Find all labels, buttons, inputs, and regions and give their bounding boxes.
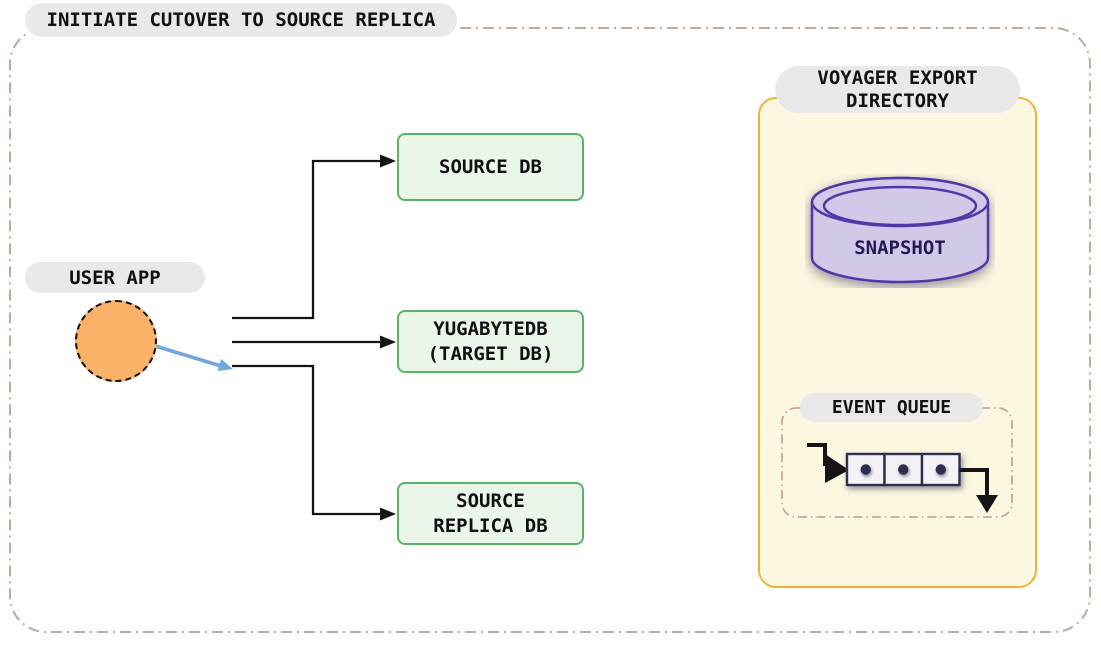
cylinder-inner-rim (822, 185, 978, 227)
queue-item-dot (898, 464, 909, 475)
event-queue-icon (807, 443, 998, 513)
queue-item-dot (935, 464, 946, 475)
arrowhead-icon (380, 335, 396, 349)
diagram-title: INITIATE CUTOVER TO SOURCE REPLICA (25, 3, 457, 37)
target-db-label-line1: YUGABYTEDB (433, 317, 548, 340)
cutover-arrow (151, 343, 233, 371)
user-app-label: USER APP (25, 262, 205, 293)
snapshot-label: SNAPSHOT (854, 237, 946, 259)
source-db-label: SOURCE DB (439, 155, 542, 178)
user-app-node (75, 300, 157, 382)
event-queue-label: EVENT QUEUE (800, 393, 983, 422)
arrowhead-icon (825, 454, 849, 483)
arrow-to-target-db (232, 335, 396, 349)
voyager-label-line2: DIRECTORY (846, 89, 949, 112)
target-db-box: YUGABYTEDB (TARGET DB) (397, 310, 584, 373)
database-cylinder-icon: SNAPSHOT (810, 176, 990, 284)
queue-item-dot (860, 464, 871, 475)
arrow-to-source-db (232, 154, 396, 320)
voyager-export-directory-label: VOYAGER EXPORT DIRECTORY (775, 66, 1020, 113)
source-replica-db-label-line2: REPLICA DB (433, 514, 548, 537)
source-replica-db-box: SOURCE REPLICA DB (397, 482, 584, 545)
source-db-box: SOURCE DB (397, 133, 584, 201)
arrowhead-icon (380, 507, 396, 521)
event-queue-label-text: EVENT QUEUE (831, 397, 952, 418)
arrowhead-icon (217, 359, 233, 371)
user-app-label-text: USER APP (69, 266, 161, 289)
queue-out-arrow (959, 468, 998, 513)
arrowhead-icon (380, 154, 396, 168)
voyager-label-line1: VOYAGER EXPORT (817, 66, 978, 89)
diagram-title-text: INITIATE CUTOVER TO SOURCE REPLICA (46, 9, 436, 31)
arrow-to-source-replica-db (232, 364, 396, 521)
target-db-label-line2: (TARGET DB) (427, 342, 554, 365)
queue-in-arrow (807, 443, 849, 483)
arrowhead-icon (976, 495, 998, 513)
outer-dashed-border (9, 27, 1091, 633)
source-replica-db-label-line1: SOURCE (456, 489, 525, 512)
queue-slot (883, 452, 924, 487)
